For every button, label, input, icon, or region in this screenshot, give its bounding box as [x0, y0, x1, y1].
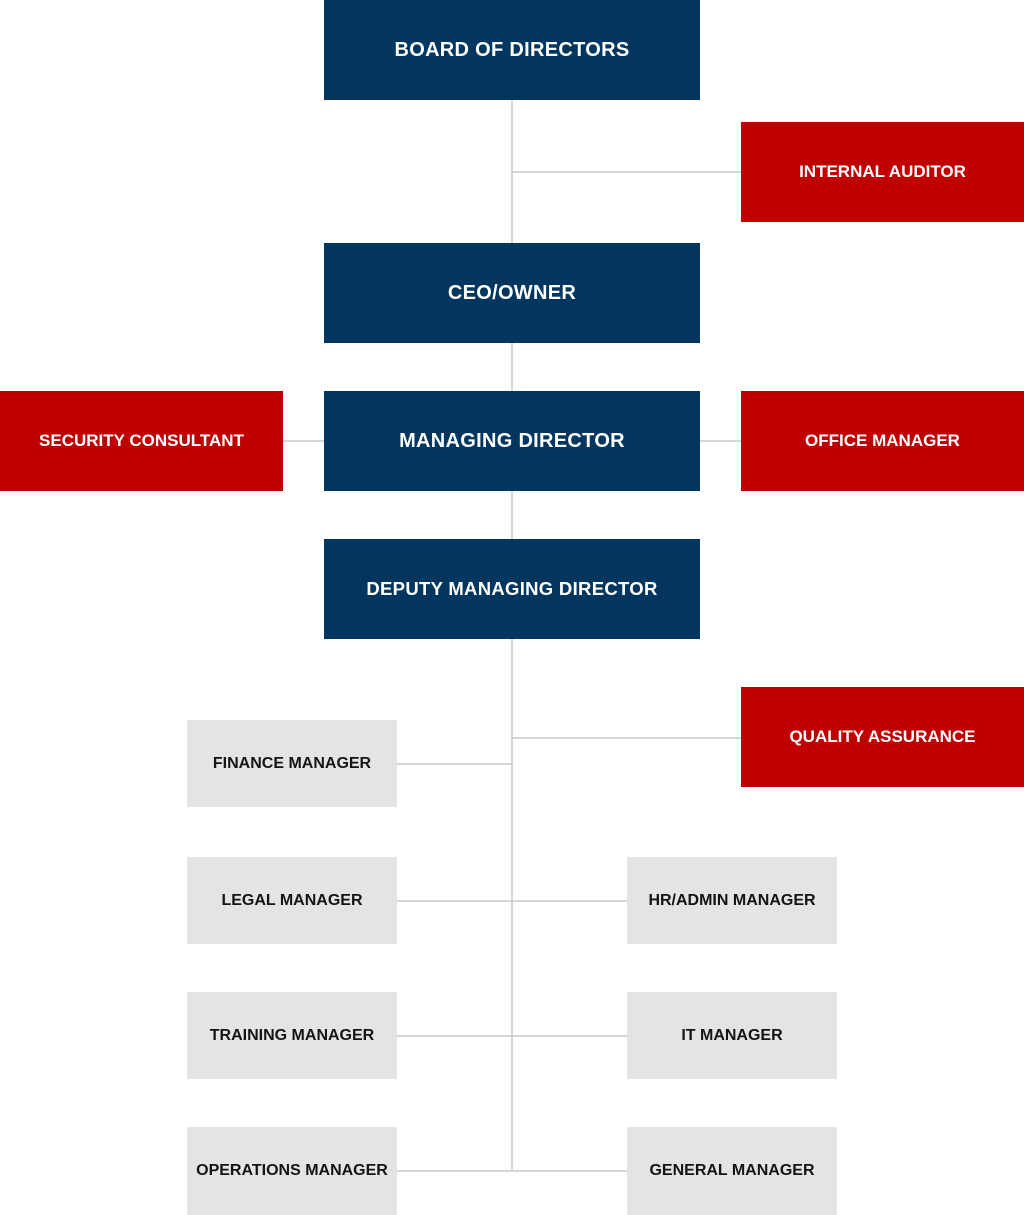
node-quality-assurance: QUALITY ASSURANCE — [741, 687, 1024, 787]
node-label: MANAGING DIRECTOR — [399, 429, 625, 452]
node-security-consultant: SECURITY CONSULTANT — [0, 391, 283, 491]
node-it-manager: IT MANAGER — [627, 992, 837, 1079]
node-legal-manager: LEGAL MANAGER — [187, 857, 397, 944]
node-finance-manager: FINANCE MANAGER — [187, 720, 397, 807]
node-label: IT MANAGER — [681, 1026, 783, 1044]
node-label: INTERNAL AUDITOR — [799, 162, 966, 181]
node-board-of-directors: BOARD OF DIRECTORS — [324, 0, 700, 100]
node-internal-auditor: INTERNAL AUDITOR — [741, 122, 1024, 222]
node-label: FINANCE MANAGER — [212, 754, 372, 772]
node-label: OFFICE MANAGER — [805, 431, 960, 450]
node-label: TRAINING MANAGER — [209, 1026, 375, 1044]
node-operations-manager: OPERATIONS MANAGER — [187, 1127, 397, 1215]
node-general-manager: GENERAL MANAGER — [627, 1127, 837, 1215]
node-ceo-owner: CEO/OWNER — [324, 243, 700, 343]
node-label: OPERATIONS MANAGER — [196, 1162, 388, 1179]
node-label: CEO/OWNER — [447, 281, 577, 304]
node-training-manager: TRAINING MANAGER — [187, 992, 397, 1079]
node-managing-director: MANAGING DIRECTOR — [324, 391, 700, 491]
node-label: HR/ADMIN MANAGER — [648, 891, 816, 909]
node-label: GENERAL MANAGER — [649, 1162, 815, 1179]
node-office-manager: OFFICE MANAGER — [741, 391, 1024, 491]
node-label: QUALITY ASSURANCE — [789, 727, 976, 746]
node-label: SECURITY CONSULTANT — [39, 431, 244, 450]
node-label: BOARD OF DIRECTORS — [394, 38, 630, 61]
node-label: DEPUTY MANAGING DIRECTOR — [366, 578, 658, 599]
node-label: LEGAL MANAGER — [221, 891, 363, 909]
node-deputy-managing-director: DEPUTY MANAGING DIRECTOR — [324, 539, 700, 639]
node-hr-admin-manager: HR/ADMIN MANAGER — [627, 857, 837, 944]
